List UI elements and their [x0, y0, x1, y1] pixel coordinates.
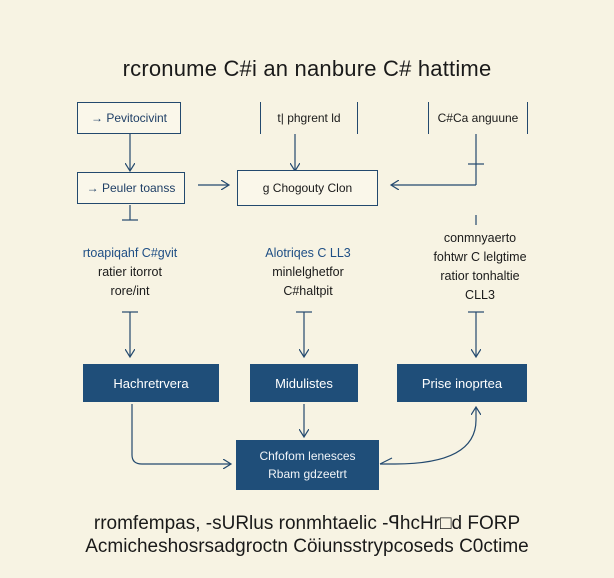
label-left-line2: ratier itorrot [40, 263, 220, 282]
label-right-line2: fohtwr C lelgtime [390, 248, 570, 267]
footer-line2: Acmicheshosrsadgroctn Cöiunsstrypcoseds … [0, 536, 614, 558]
label-left-line1: rtoapiqahf C#gvit [40, 244, 220, 263]
arrow-left-loop [132, 404, 230, 464]
label-left-line3: rore/int [40, 282, 220, 301]
node-top-right: C#Ca anguune [428, 102, 528, 134]
label-middle-line2: minlelghetfor [218, 263, 398, 282]
label-middle: Alotriqes C LL3 minlelghetfor C#haltpit [218, 244, 398, 301]
label-right-line4: CLL3 [390, 286, 570, 305]
label-middle-line1: Alotriqes C LL3 [218, 244, 398, 263]
label-right-line3: ratior tonhaltie [390, 267, 570, 286]
node-bottom-middle: Midulistes [250, 364, 358, 402]
node-top-middle: t| phgrent ld [260, 102, 358, 134]
center-bottom-line1: Chfofom lenesces [259, 447, 355, 465]
node-center-bottom: Chfofom lenesces Rbam gdzeetrt [236, 440, 379, 490]
node-row2-left: → Peuler toanss [77, 172, 185, 204]
node-bottom-right: Prise inoprtea [397, 364, 527, 402]
footer-line1: rromfempas, -sURlus ronmhtaelic -ꟼhcHr□d… [0, 512, 614, 535]
node-top-left: → Pevitocivint [77, 102, 181, 134]
node-row2-center: g Chogouty Clon [237, 170, 378, 206]
label-right-line1: conmnyaerto [390, 229, 570, 248]
center-bottom-line2: Rbam gdzeetrt [268, 465, 347, 483]
node-bottom-left: Hachretrvera [83, 364, 219, 402]
label-left: rtoapiqahf C#gvit ratier itorrot rore/in… [40, 244, 220, 301]
label-middle-line3: C#haltpit [218, 282, 398, 301]
label-right: conmnyaerto fohtwr C lelgtime ratior ton… [390, 229, 570, 305]
arrow-right-loop [380, 408, 476, 464]
